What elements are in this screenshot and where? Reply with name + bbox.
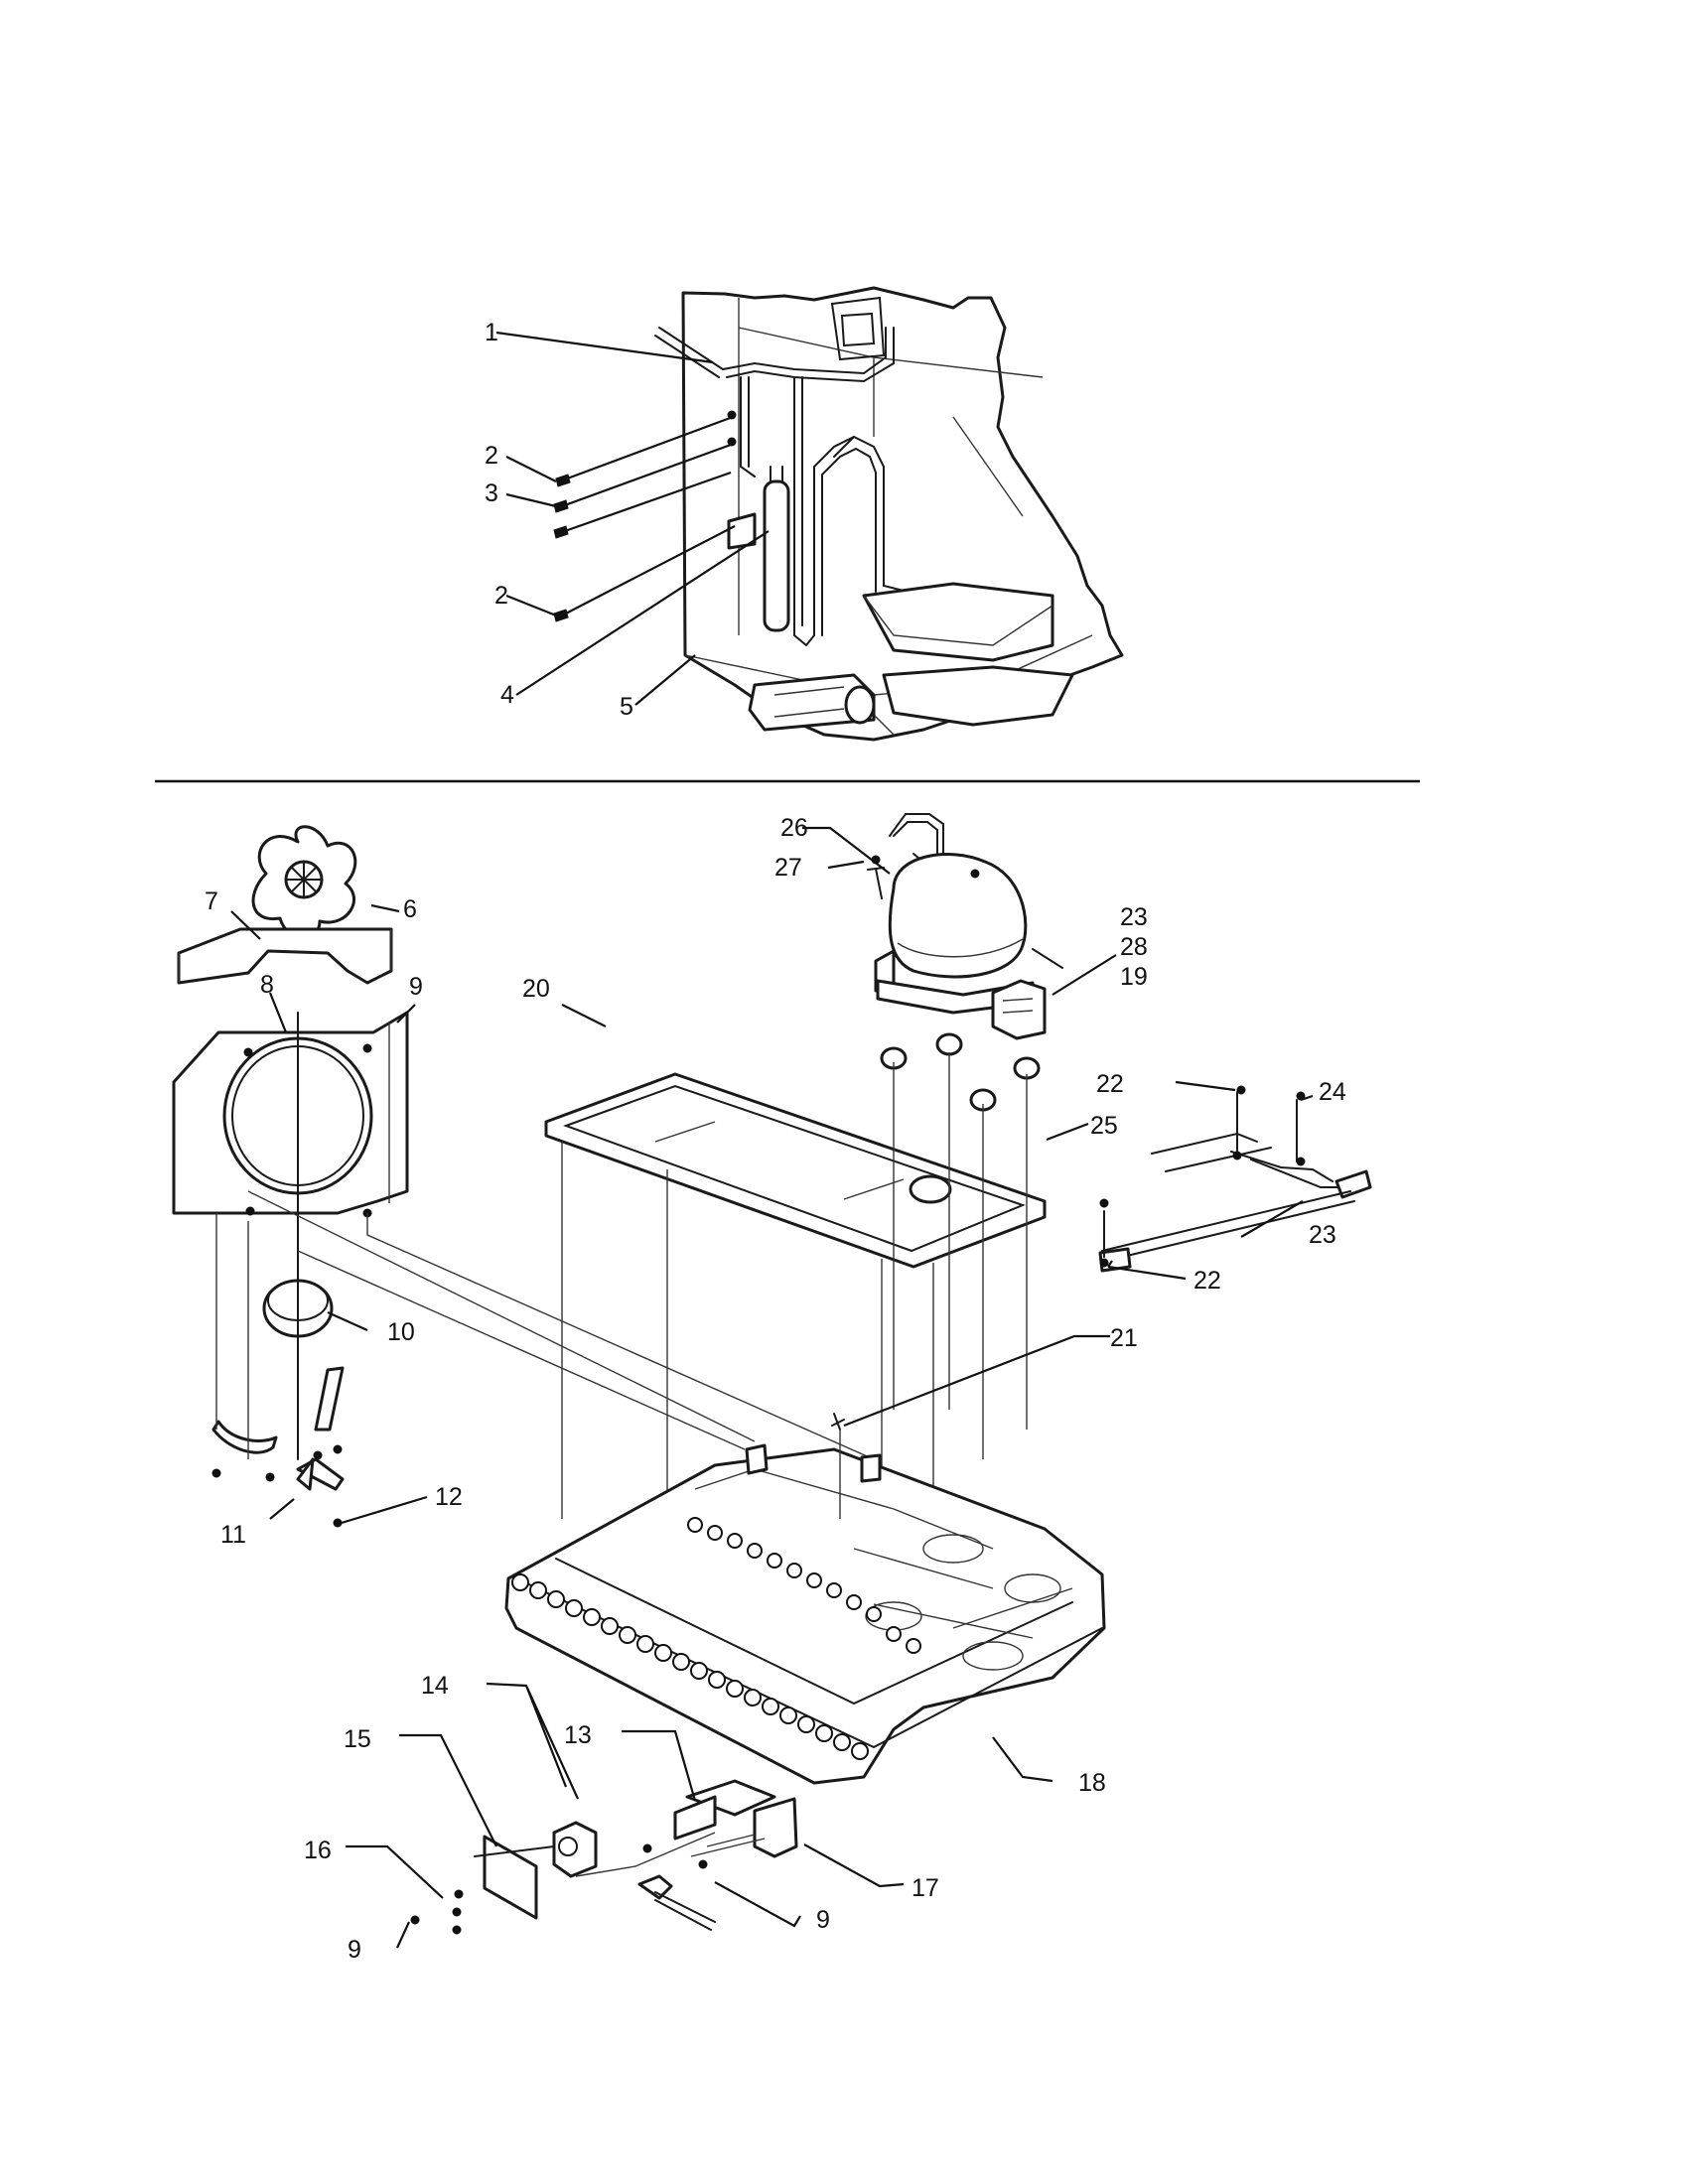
callout-21: 21 — [1110, 1324, 1138, 1352]
callout-3: 3 — [485, 479, 498, 507]
callout-16: 16 — [304, 1837, 332, 1864]
callout-5: 5 — [620, 693, 633, 721]
callout-24: 24 — [1319, 1078, 1346, 1106]
callout-25: 25 — [1090, 1112, 1118, 1140]
callout-18: 18 — [1078, 1769, 1106, 1797]
callout-9: 9 — [348, 1936, 361, 1964]
callout-22: 22 — [1193, 1267, 1221, 1295]
callout-23: 23 — [1120, 903, 1148, 931]
callout-11: 11 — [220, 1521, 246, 1549]
callout-28: 28 — [1120, 933, 1148, 961]
callout-27: 27 — [774, 854, 802, 882]
callout-19: 19 — [1120, 963, 1148, 991]
callout-15: 15 — [344, 1725, 371, 1753]
drain-pan — [544, 1072, 1047, 1569]
callout-9: 9 — [409, 973, 423, 1001]
evaporator-tray — [504, 1413, 1106, 1785]
coil-fins — [511, 1517, 921, 1760]
fan-shroud — [177, 927, 393, 985]
callout-2: 2 — [485, 442, 498, 470]
timer-assembly — [410, 1779, 798, 1935]
motor-clamps — [211, 1043, 372, 1528]
callout-26: 26 — [780, 814, 808, 842]
callout-20: 20 — [522, 975, 550, 1003]
rear-cabinet-view — [495, 286, 1124, 742]
callout-10: 10 — [387, 1318, 415, 1346]
callout-13: 13 — [564, 1721, 592, 1749]
compressor — [867, 813, 1063, 1459]
screw-group-top — [553, 474, 571, 622]
callout-labels: 1 2 3 2 4 5 26 27 6 7 9 8 20 23 28 19 22… — [205, 319, 1346, 1964]
callout-7: 7 — [205, 887, 218, 915]
fan-blade — [251, 825, 357, 940]
callout-4: 4 — [500, 681, 514, 709]
callout-1: 1 — [485, 319, 498, 346]
fan-motor — [262, 1012, 334, 1460]
wire-harness — [1098, 1085, 1372, 1273]
callout-14: 14 — [421, 1672, 449, 1700]
leader-lines — [230, 826, 1314, 1949]
callout-2: 2 — [494, 582, 508, 610]
callout-9: 9 — [816, 1906, 830, 1934]
callout-22: 22 — [1096, 1070, 1124, 1098]
fan-bracket — [172, 1011, 409, 1215]
callout-23: 23 — [1309, 1221, 1336, 1249]
callout-17: 17 — [912, 1874, 939, 1902]
callout-6: 6 — [403, 895, 417, 923]
callout-8: 8 — [260, 971, 274, 999]
callout-12: 12 — [435, 1483, 463, 1511]
